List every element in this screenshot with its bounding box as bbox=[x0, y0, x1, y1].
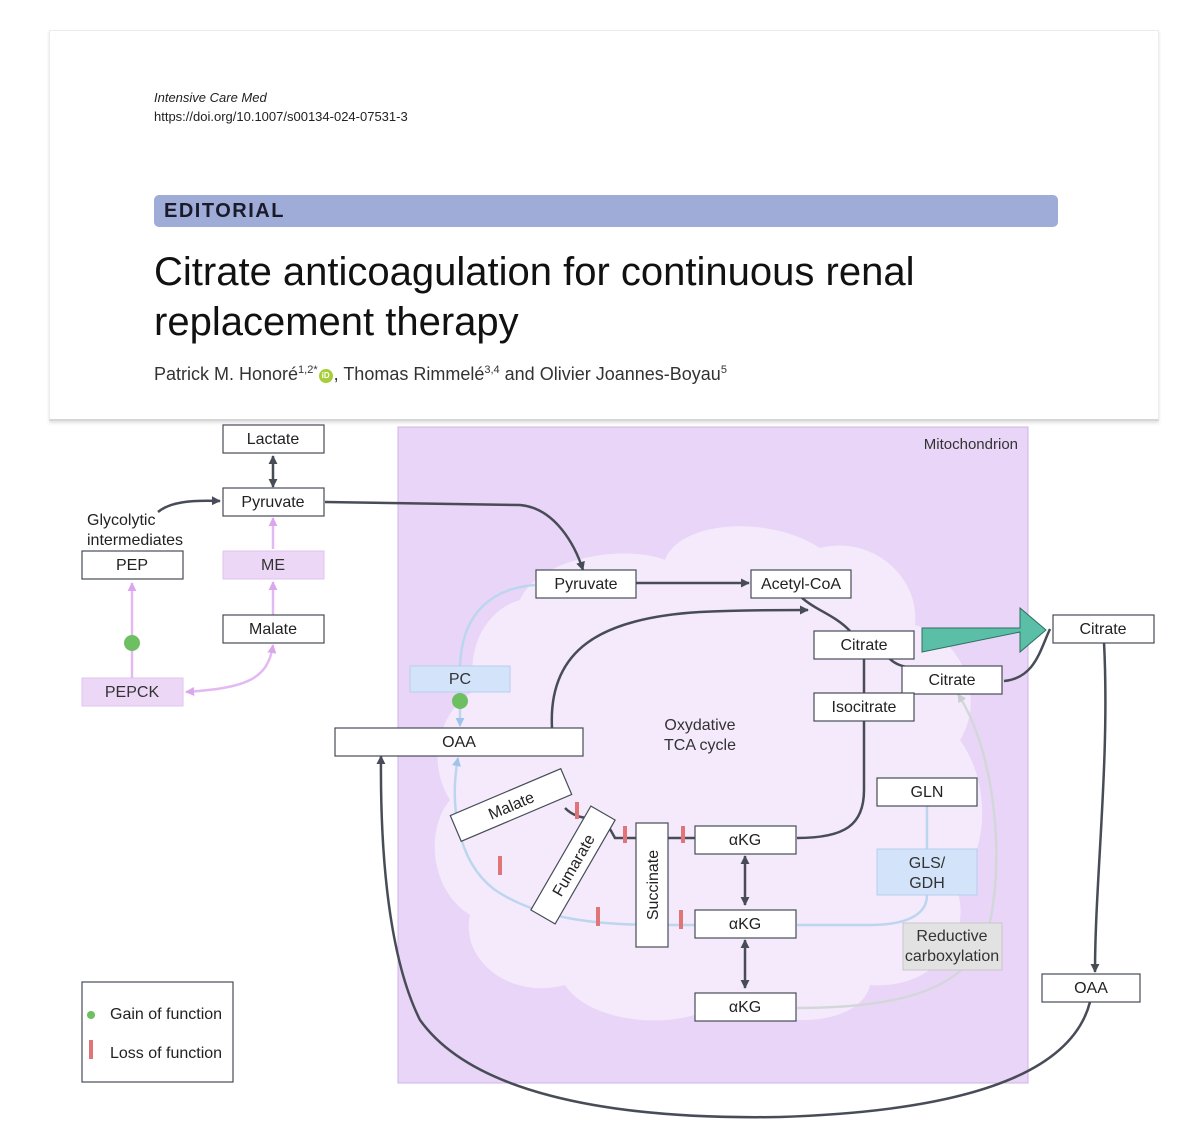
pyruvate-cyto-node bbox=[222, 487, 325, 517]
author-list: Patrick M. Honoré1,2*iD, Thomas Rimmelé3… bbox=[154, 364, 727, 384]
akg-top-label: αKG bbox=[729, 832, 761, 849]
oaa-mito-label: OAA bbox=[442, 734, 476, 751]
loss-of-function-marker bbox=[575, 802, 579, 819]
article-header: Intensive Care Med https://doi.org/10.10… bbox=[49, 30, 1159, 421]
acetyl-coa-label: Acetyl-CoA bbox=[761, 576, 841, 593]
loss-of-function-marker bbox=[681, 826, 685, 843]
malate-cyto-label: Malate bbox=[249, 621, 297, 638]
section-banner: EDITORIAL bbox=[154, 195, 1058, 227]
me-enzyme bbox=[222, 550, 325, 580]
akg-bottom-node bbox=[694, 992, 797, 1022]
author-joiner: and bbox=[504, 364, 535, 384]
loss-of-function-marker bbox=[623, 826, 627, 843]
reductive-carboxylation-label: carboxylation bbox=[905, 948, 999, 965]
author-affiliation: 1,2* bbox=[298, 364, 318, 376]
akg-bottom-label: αKG bbox=[729, 999, 761, 1016]
gain-of-function-marker bbox=[452, 693, 468, 709]
author-name[interactable]: Thomas Rimmelé bbox=[343, 364, 485, 384]
gain-of-function-icon bbox=[87, 1011, 95, 1019]
legend-loss-label: Loss of function bbox=[110, 1045, 222, 1062]
isocitrate-node bbox=[813, 692, 915, 722]
gls-gdh-label: GLS/ bbox=[909, 855, 946, 872]
lactate-node bbox=[222, 424, 325, 454]
citrate-out-label: Citrate bbox=[1079, 621, 1126, 638]
pepck-enzyme bbox=[81, 677, 184, 707]
acetylcoa-to-citrate-arrow bbox=[800, 596, 851, 632]
oaa-out-node bbox=[1041, 973, 1141, 1003]
acetyl-coa-node bbox=[750, 569, 852, 599]
pc-label: PC bbox=[449, 671, 471, 688]
succinate-node: Succinate bbox=[635, 822, 669, 948]
loss-of-function-marker bbox=[679, 910, 683, 929]
me-label: ME bbox=[261, 557, 285, 574]
pyruvate-mito-label: Pyruvate bbox=[554, 576, 617, 593]
citrate-mito2-node bbox=[901, 665, 1003, 695]
citrate-mito2-label: Citrate bbox=[928, 672, 975, 689]
gls-gdh-label: GDH bbox=[909, 875, 945, 892]
pep-node bbox=[81, 550, 184, 580]
oaa-mito-node bbox=[334, 727, 584, 757]
citrate-out-node bbox=[1052, 614, 1155, 644]
citrate-mito-node bbox=[813, 630, 915, 660]
pepck-label: PEPCK bbox=[105, 684, 160, 701]
citrate-to-oaa-out-arrow bbox=[1090, 641, 1107, 973]
malate-pepck-arrow bbox=[185, 644, 277, 696]
akg-mid-label: αKG bbox=[729, 916, 761, 933]
doi-link[interactable]: https://doi.org/10.1007/s00134-024-07531… bbox=[154, 109, 408, 124]
author-name[interactable]: Patrick M. Honoré bbox=[154, 364, 299, 384]
akg-top-node bbox=[694, 825, 797, 855]
orcid-icon[interactable]: iD bbox=[318, 369, 333, 383]
isocitrate-to-akg-arrow bbox=[796, 720, 866, 840]
mitochondrion-label: Mitochondrion bbox=[924, 436, 1018, 453]
succinate-label: Succinate bbox=[645, 850, 662, 920]
oaa-out-label: OAA bbox=[1074, 980, 1108, 997]
author-name[interactable]: Olivier Joannes-Boyau bbox=[539, 364, 721, 384]
gain-of-function-marker bbox=[124, 635, 140, 651]
loss-of-function-marker bbox=[596, 907, 600, 926]
cycle-label: Oxydative bbox=[664, 717, 735, 734]
pyruvate-cyto-label: Pyruvate bbox=[241, 494, 304, 511]
lactate-label: Lactate bbox=[247, 431, 300, 448]
gln-node bbox=[876, 777, 978, 807]
citrate-export-arrow bbox=[921, 606, 1047, 654]
oaa-to-citrate-arrow bbox=[550, 605, 809, 729]
author-affiliation: 5 bbox=[720, 364, 727, 376]
pyruvate-transport-arrow bbox=[324, 500, 585, 571]
glsgdh-to-akg-arrow bbox=[797, 894, 929, 927]
legend-gain-label: Gain of function bbox=[110, 1006, 222, 1023]
loss-of-function-marker bbox=[498, 856, 502, 875]
akg-to-oaa-reductive-arrow bbox=[452, 757, 695, 927]
pyruvate-to-pc-arrow bbox=[458, 583, 536, 667]
legend-box bbox=[81, 981, 234, 1083]
cycle-label: TCA cycle bbox=[664, 737, 736, 754]
loss-of-function-icon bbox=[89, 1040, 93, 1059]
citrate-export-out-arrow bbox=[1003, 628, 1052, 683]
glycolytic-label: intermediates bbox=[87, 532, 183, 549]
glycolytic-label: Glycolytic bbox=[87, 512, 155, 529]
isocitrate-label: Isocitrate bbox=[832, 699, 897, 716]
oaa-out-to-oaa-arrow bbox=[376, 755, 1092, 1119]
gln-label: GLN bbox=[911, 784, 944, 801]
journal-name: Intensive Care Med bbox=[154, 90, 267, 105]
citrate-mito-label: Citrate bbox=[840, 637, 887, 654]
author-affiliation: 3,4 bbox=[484, 364, 500, 376]
pyruvate-mito-node bbox=[535, 569, 637, 599]
akg-mid-node bbox=[694, 909, 797, 939]
pc-enzyme bbox=[409, 665, 511, 693]
gls-gdh-enzyme bbox=[876, 848, 978, 896]
reductive-carboxylation-enzyme bbox=[902, 922, 1003, 971]
reductive-carboxylation-label: Reductive bbox=[916, 928, 987, 945]
glycolytic-to-pyruvate-arrow bbox=[157, 496, 221, 513]
pep-label: PEP bbox=[116, 557, 148, 574]
malate-cyto-node bbox=[222, 614, 325, 644]
article-title: Citrate anticoagulation for continuous r… bbox=[154, 250, 915, 344]
section-label: EDITORIAL bbox=[164, 200, 285, 222]
